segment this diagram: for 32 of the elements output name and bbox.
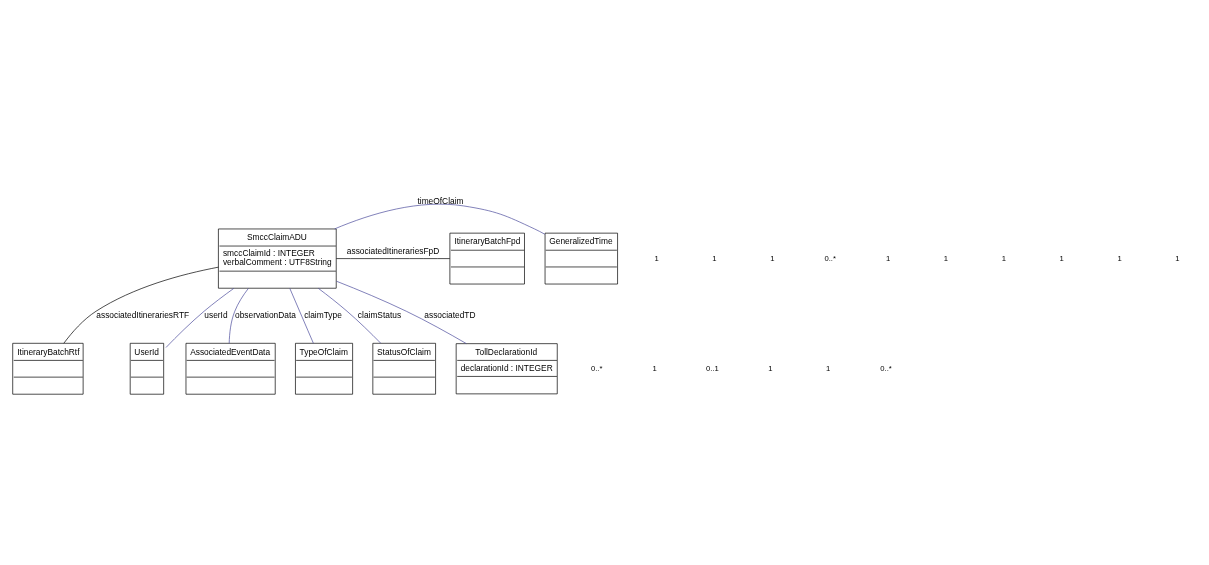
label: 0..* — [590, 363, 603, 373]
edge-label: associatedItinerariesRTF — [96, 309, 190, 320]
connector — [336, 257, 451, 259]
label: 0..* — [824, 253, 836, 263]
label: 0..* — [880, 363, 892, 373]
label: 0..1 — [706, 363, 719, 373]
connector — [228, 287, 249, 344]
edge-label: userId — [204, 309, 228, 320]
edge-label: associatedTD — [424, 309, 476, 320]
label: 1 — [1117, 253, 1122, 263]
edge-label: claimType — [304, 309, 342, 320]
connector — [317, 287, 382, 344]
edge-label: claimStatus — [357, 309, 402, 320]
label: 1 — [826, 363, 831, 373]
connector — [63, 266, 219, 344]
label: 1 — [943, 253, 949, 263]
edge-label: timeOfClaim — [417, 195, 464, 206]
connector — [289, 287, 314, 344]
connector — [165, 287, 235, 348]
label: 1 — [770, 253, 775, 263]
label: 1 — [712, 253, 717, 263]
label: 1 — [1001, 253, 1006, 263]
label: 1 — [1059, 253, 1064, 263]
label: 1 — [652, 363, 657, 373]
label: 1 — [654, 253, 659, 263]
edge-label: associatedItinerariesFpD — [346, 245, 440, 256]
connector — [336, 280, 467, 344]
edge-label: observationData — [235, 309, 296, 320]
connector — [334, 203, 546, 235]
label: 1 — [1175, 253, 1180, 263]
label: 1 — [885, 253, 891, 263]
label: 1 — [768, 363, 773, 373]
